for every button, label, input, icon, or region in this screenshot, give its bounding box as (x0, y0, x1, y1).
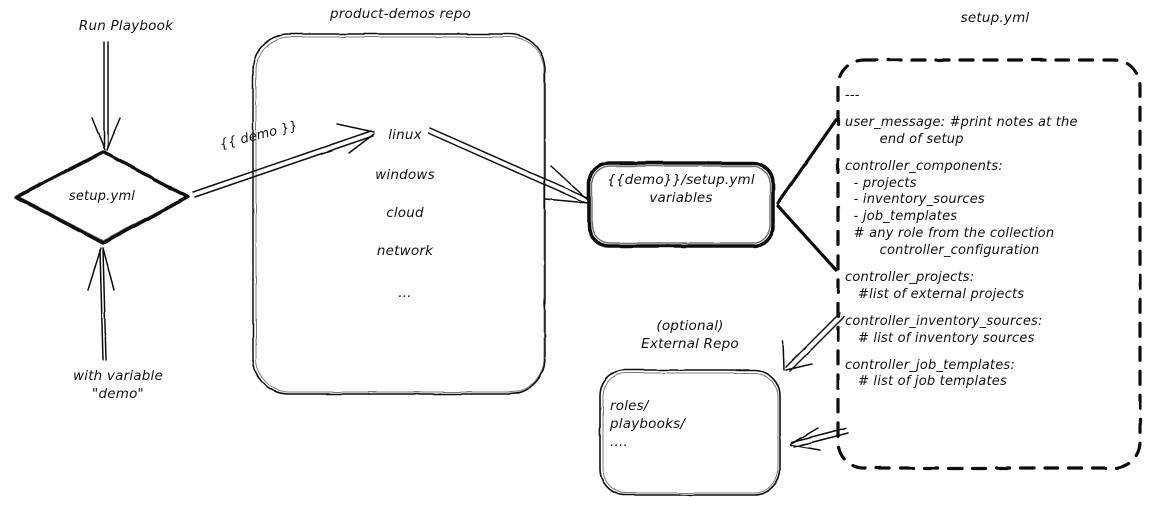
yaml-line: controller_inventory_sources: (845, 313, 1043, 329)
repo-item-cloud[interactable]: cloud (386, 205, 424, 221)
repo-item-windows[interactable]: windows (375, 167, 435, 183)
product-demos-repo-box-shape[interactable] (252, 33, 546, 395)
yaml-line: - inventory_sources (845, 192, 985, 208)
setup-yml-diamond-shape[interactable] (14, 150, 190, 245)
arrow-setup-to-linux (192, 123, 375, 198)
repo-item-network[interactable]: network (376, 243, 434, 259)
arrow-run-playbook-to-setup (91, 41, 121, 151)
external-repo-box-shape[interactable] (599, 369, 781, 496)
yaml-blank-line (845, 105, 1145, 115)
yaml-line: controller_job_templates: (845, 357, 1015, 373)
external-repo-contents: roles/ playbooks/ .... (610, 398, 686, 450)
yaml-line: controller_components: (845, 158, 1003, 174)
arrow-controller-job-templates-to-external-repo (790, 427, 849, 451)
yaml-blank-line (845, 149, 1145, 159)
yaml-line: # list of inventory sources (845, 330, 1035, 346)
yaml-blank-line (845, 260, 1145, 270)
yaml-line: # list of job templates (845, 374, 1007, 390)
setup-yml-title: setup.yml (960, 10, 1030, 26)
yaml-line: - job_templates (845, 209, 958, 225)
arrow-linux-to-variables (427, 127, 590, 204)
yaml-line: #list of external projects (845, 286, 1025, 302)
yaml-line: user_message: #print notes at the (845, 114, 1078, 130)
run-playbook-label: Run Playbook (78, 18, 174, 34)
arrow-controller-projects-to-external-repo (782, 312, 845, 372)
yaml-line: controller_projects: (845, 270, 975, 286)
setup-yml-diamond-label: setup.yml (68, 189, 136, 204)
arrow-with-variable-to-setup (87, 247, 115, 361)
yaml-line: controller_configuration (845, 243, 1040, 259)
yaml-line: --- (845, 88, 860, 103)
yaml-blank-line (845, 304, 1145, 314)
variables-box-label: {{demo}}/setup.yml variables (607, 172, 755, 206)
variables-box-shape[interactable] (587, 161, 775, 248)
repo-item-ellipsis: ... (398, 285, 412, 301)
setup-yml-dashed-box-shape[interactable] (836, 58, 1142, 470)
repo-item-linux[interactable]: linux (388, 127, 422, 143)
yaml-line: # any role from the collection (845, 226, 1055, 242)
connector-setup-yml-to-variables-upper (776, 118, 838, 205)
setup-yml-content: --- user_message: #print notes at the end… (845, 88, 1145, 391)
connector-setup-yml-to-variables-lower (776, 204, 838, 272)
with-variable-label: with variable "demo" (73, 368, 163, 402)
yaml-blank-line (845, 348, 1145, 358)
external-repo-title: (optional) External Repo (641, 318, 739, 352)
yaml-line: end of setup (845, 131, 964, 147)
product-demos-repo-title: product-demos repo (330, 6, 471, 22)
yaml-line: - projects (845, 175, 917, 191)
